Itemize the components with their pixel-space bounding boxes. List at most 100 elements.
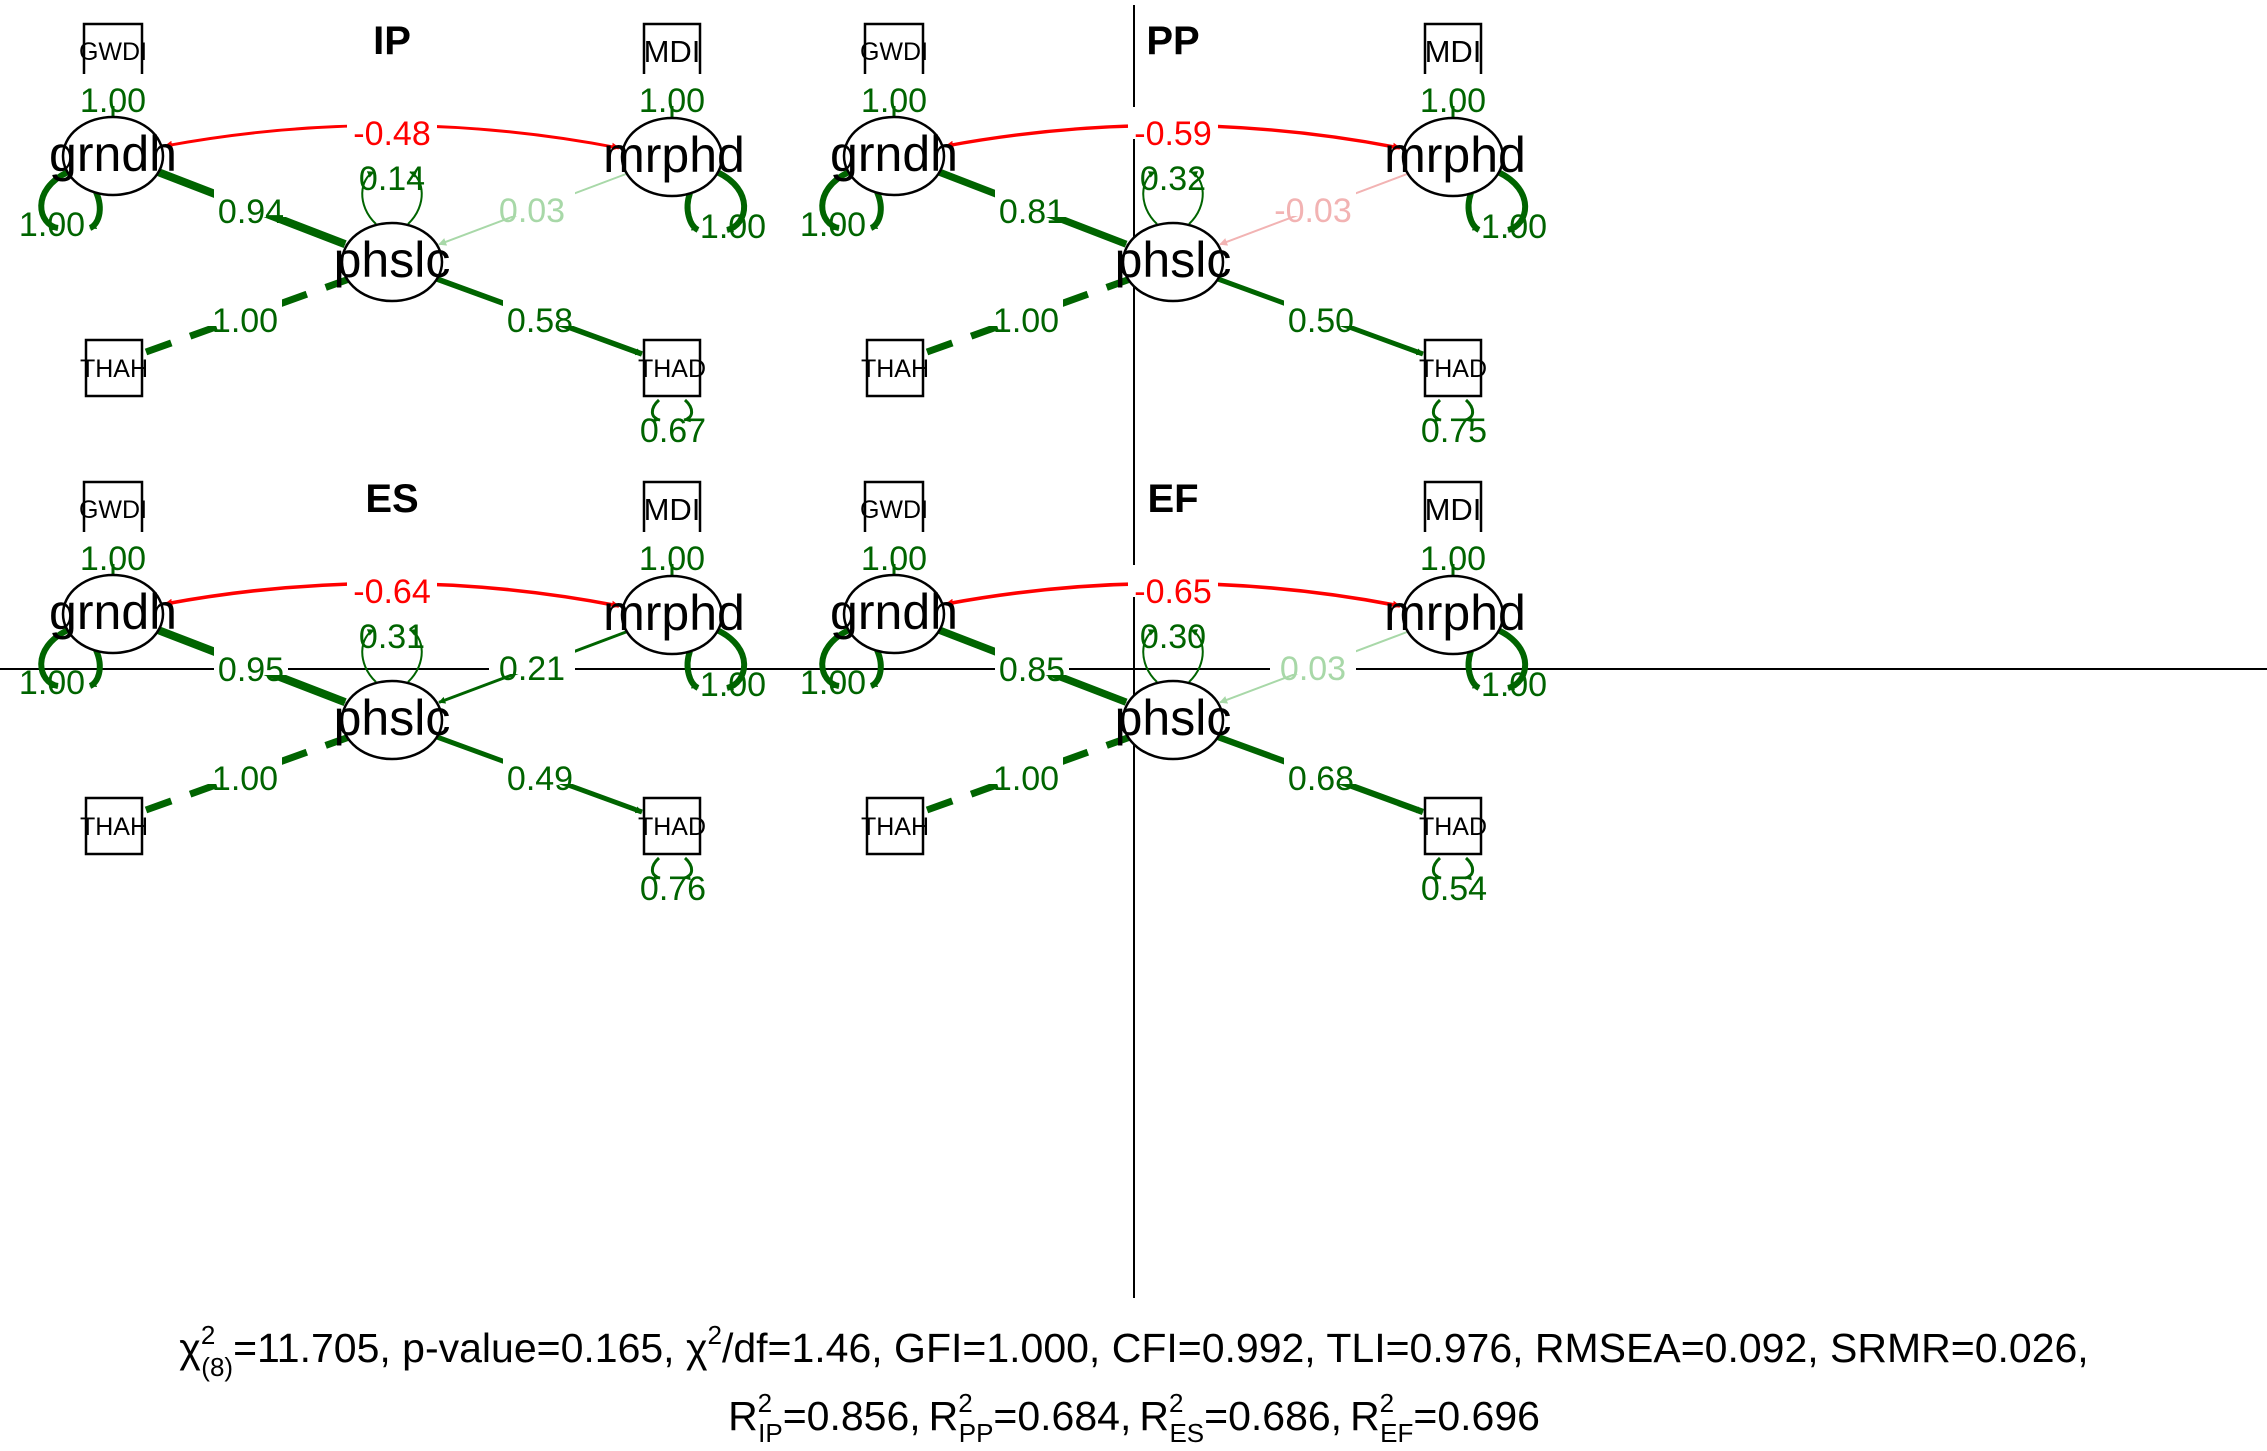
chi-symbol: χ: [179, 1325, 201, 1371]
coef-bg: [1270, 642, 1356, 674]
loading-label-gwdi: 1.00: [861, 540, 927, 578]
latent-node-mrphd: [1401, 116, 1505, 198]
coef-bg: [1416, 532, 1490, 564]
variance-loop-phslc: [1142, 171, 1158, 225]
latent-label-phslc: phslc: [334, 690, 451, 746]
variance-label-mrphd: 1.00: [700, 666, 766, 704]
latent-node-phslc: [340, 679, 444, 761]
r-sub-es: ES: [1169, 1418, 1204, 1448]
node-label-thad: THAD: [1419, 355, 1487, 383]
coef-bg: [995, 643, 1069, 675]
path-label-mrphd-phslc: 0.03: [499, 192, 565, 230]
node-label-mdi: MDI: [644, 492, 701, 527]
variance-label-phslc: 0.14: [359, 160, 425, 198]
latent-node-grndh: [842, 573, 946, 655]
node-gwdi: [82, 480, 144, 538]
node-thad: [642, 338, 702, 398]
r-label: R: [929, 1393, 959, 1439]
node-gwdi: [863, 22, 925, 80]
variance-loop-mrphd: [715, 169, 748, 233]
node-label-thad: THAD: [638, 813, 706, 841]
panels-layer: IP GWDI MDI THAH THAD grndh mrphd phslc 1.00 1.00…: [19, 19, 1547, 908]
coef-bg: [489, 642, 575, 674]
variance-label-phslc: 0.32: [1140, 160, 1206, 198]
variance-label-grndh: 1.00: [800, 206, 866, 244]
variance-loop-phslc: [1142, 629, 1158, 683]
chi-subscript: (8): [201, 1352, 233, 1382]
loading-label-thah: 1.00: [993, 302, 1059, 340]
variance-label-mrphd: 1.00: [1481, 208, 1547, 246]
variance-loop-phslc: [361, 629, 377, 683]
loading-label-thah: 1.00: [212, 760, 278, 798]
latent-label-grndh: grndh: [49, 584, 177, 640]
latent-label-mrphd: mrphd: [1384, 127, 1526, 183]
path-label-grndh-phslc: 0.81: [999, 193, 1065, 231]
panel-title: IP: [373, 19, 411, 63]
coef-bg: [995, 185, 1069, 217]
coef-bg: [1416, 74, 1490, 106]
node-thah: [865, 796, 925, 856]
r-label: R: [1350, 1393, 1380, 1439]
variance-loop-grndh: [819, 169, 851, 231]
r-value-es: =0.686,: [1204, 1393, 1342, 1439]
fit-statistics: χ2(8)=11.705, p-value=0.165, χ2/df=1.46,…: [179, 1320, 2088, 1448]
coef-bg: [347, 107, 437, 139]
node-mdi: [1423, 480, 1483, 538]
variance-loop-thad: [1464, 398, 1475, 423]
node-thah: [84, 796, 144, 856]
variance-loop-thad: [683, 398, 694, 423]
variance-loop-grndh: [38, 169, 70, 231]
variance-label-thad: 0.54: [1421, 870, 1487, 908]
coef-bg: [214, 643, 288, 675]
coef-bg: [76, 532, 150, 564]
latent-node-grndh: [61, 115, 165, 197]
coef-bg: [214, 185, 288, 217]
loading-label-thad: 0.68: [1288, 760, 1354, 798]
node-label-thah: THAH: [80, 813, 148, 841]
path-label-grndh-phslc: 0.94: [218, 193, 284, 231]
latent-label-mrphd: mrphd: [603, 127, 745, 183]
loading-label-thah: 1.00: [993, 760, 1059, 798]
r-label: R: [728, 1393, 758, 1439]
variance-loop-mrphd: [684, 192, 700, 233]
latent-label-phslc: phslc: [334, 232, 451, 288]
variance-loop-phslc: [407, 629, 423, 683]
variance-loop-mrphd: [1496, 169, 1529, 233]
node-label-thah: THAH: [80, 355, 148, 383]
variance-label-thad: 0.75: [1421, 412, 1487, 450]
variance-label-grndh: 1.00: [19, 664, 85, 702]
node-label-thah: THAH: [861, 813, 929, 841]
chi-value: =11.705, p-value=0.165, χ: [233, 1325, 708, 1371]
node-label-thad: THAD: [638, 355, 706, 383]
r-sup: 2: [1169, 1388, 1183, 1418]
fit-line-1: χ2(8)=11.705, p-value=0.165, χ2/df=1.46,…: [179, 1320, 2088, 1382]
node-thah: [865, 338, 925, 398]
loading-label-thad: 0.58: [507, 302, 573, 340]
variance-label-phslc: 0.31: [359, 618, 425, 656]
node-gwdi: [863, 480, 925, 538]
coef-bg: [857, 532, 931, 564]
latent-node-phslc: [1121, 679, 1225, 761]
latent-label-grndh: grndh: [49, 126, 177, 182]
loading-label-gwdi: 1.00: [80, 82, 146, 120]
loading-label-thad: 0.49: [507, 760, 573, 798]
r-sup: 2: [958, 1388, 972, 1418]
variance-label-thad: 0.76: [640, 870, 706, 908]
latent-node-phslc: [1121, 221, 1225, 303]
variance-loop-thad: [1431, 398, 1442, 423]
path-label-mrphd-phslc: 0.03: [1280, 650, 1346, 688]
loading-label-gwdi: 1.00: [80, 540, 146, 578]
loading-label-gwdi: 1.00: [861, 82, 927, 120]
node-mdi: [642, 480, 702, 538]
r-value-pp: =0.684,: [993, 1393, 1131, 1439]
variance-loop-thad: [683, 856, 694, 881]
coef-bg: [1270, 184, 1356, 216]
variance-label-mrphd: 1.00: [1481, 666, 1547, 704]
node-label-gwdi: GWDI: [860, 496, 928, 524]
variance-loop-grndh: [88, 648, 103, 689]
loading-label-mdi: 1.00: [1420, 82, 1486, 120]
